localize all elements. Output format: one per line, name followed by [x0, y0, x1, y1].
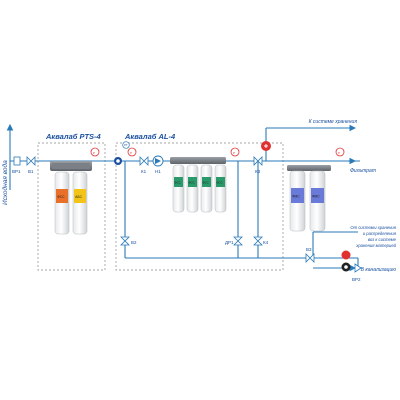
dr1-label: ДР1: [225, 240, 234, 245]
n1-label: Н1: [155, 169, 161, 174]
resistivity-sensor-red: [261, 141, 271, 151]
final-cartridge-1: ФМС: [289, 170, 306, 232]
final-cartridge-2: ФМС: [309, 170, 326, 232]
storage-note-line-4: хранения материей: [355, 243, 396, 248]
al4-manifold-head: [170, 157, 226, 164]
al4-badge-1: ФСС: [175, 181, 181, 185]
pts4-cartridge-2: АБС: [72, 171, 88, 235]
drain-label: В канализацию: [361, 267, 397, 273]
al4-cartridge-4: ФСС: [214, 164, 227, 213]
valve-v1: В1: [26, 156, 36, 174]
al4-inlet-sensor: [114, 157, 122, 165]
al4-cartridge-3: ФСС: [200, 164, 213, 213]
drain-sensor-black: [341, 262, 351, 272]
pts4-gauge-label: P: [93, 151, 95, 155]
al4-cartridge-1: ФСС: [172, 164, 185, 213]
pts4-module-box: [37, 142, 106, 271]
al4-badge-3: ФСС: [203, 181, 209, 185]
al4-badge-2: ФСС: [189, 181, 195, 185]
final-badge-1: ФМС: [292, 195, 300, 199]
k4-label: К4: [263, 240, 269, 245]
al4-gauge-label: P: [130, 151, 132, 155]
inlet-valve-vp1: ВР1: [12, 156, 21, 174]
pts4-badge-1: ФСС: [57, 195, 65, 199]
pump-n1: Н1: [152, 155, 164, 174]
final-badge-2: ФМС: [312, 195, 320, 199]
filtrate-label: Фильтрат: [350, 168, 376, 174]
v3-label: В3: [306, 247, 312, 252]
valve-k4: К4: [253, 236, 269, 246]
al4-badge-4: ФСС: [217, 181, 223, 185]
storage-note-line-3: воз к системе: [368, 237, 397, 242]
valve-vr2: ВР2: [352, 263, 362, 282]
al4-pt-label: PT: [124, 143, 128, 147]
storage-note-line-2: и распределения: [363, 231, 397, 236]
drain-sensor-red: [341, 250, 351, 260]
vp1-label: ВР1: [12, 169, 21, 174]
final-pressure-gauge: P: [335, 147, 345, 157]
al4-outlet-gauge-label: P: [233, 151, 235, 155]
valve-v3: В3: [305, 247, 315, 263]
al4-pt-sensor: PT: [122, 141, 130, 149]
v2-label: В2: [131, 240, 137, 245]
valve-k3: К3: [253, 156, 263, 174]
k3-label: К3: [255, 169, 261, 174]
final-manifold-head: [287, 165, 331, 171]
pts4-badge-2: АБС: [75, 195, 82, 199]
pts4-manifold-head: [50, 161, 92, 171]
throttle-dr1: ДР1: [225, 236, 243, 246]
al4-module-box: [115, 142, 284, 271]
k1-label: К1: [141, 169, 147, 174]
pts4-title: Аквалаб PTS-4: [45, 132, 102, 141]
pts4-cartridge-1: ФСС: [54, 171, 70, 235]
al4-cartridge-2: ФСС: [186, 164, 199, 213]
inlet-label: Исходная вода: [1, 160, 9, 205]
vr2-label: ВР2: [352, 277, 361, 282]
storage-note-line-1: От системы хранения: [350, 225, 396, 230]
final-gauge-label: P: [338, 151, 340, 155]
v1-label: В1: [28, 169, 34, 174]
al4-pressure-gauge: P: [127, 147, 137, 157]
to-storage-label: К системе хранения: [309, 119, 358, 125]
valve-k1: К1: [139, 156, 149, 174]
al4-outlet-gauge: P: [230, 147, 240, 157]
valve-v2: В2: [120, 236, 137, 246]
al4-title: Аквалаб AL-4: [124, 132, 176, 141]
pts4-pressure-gauge: P: [90, 147, 100, 157]
